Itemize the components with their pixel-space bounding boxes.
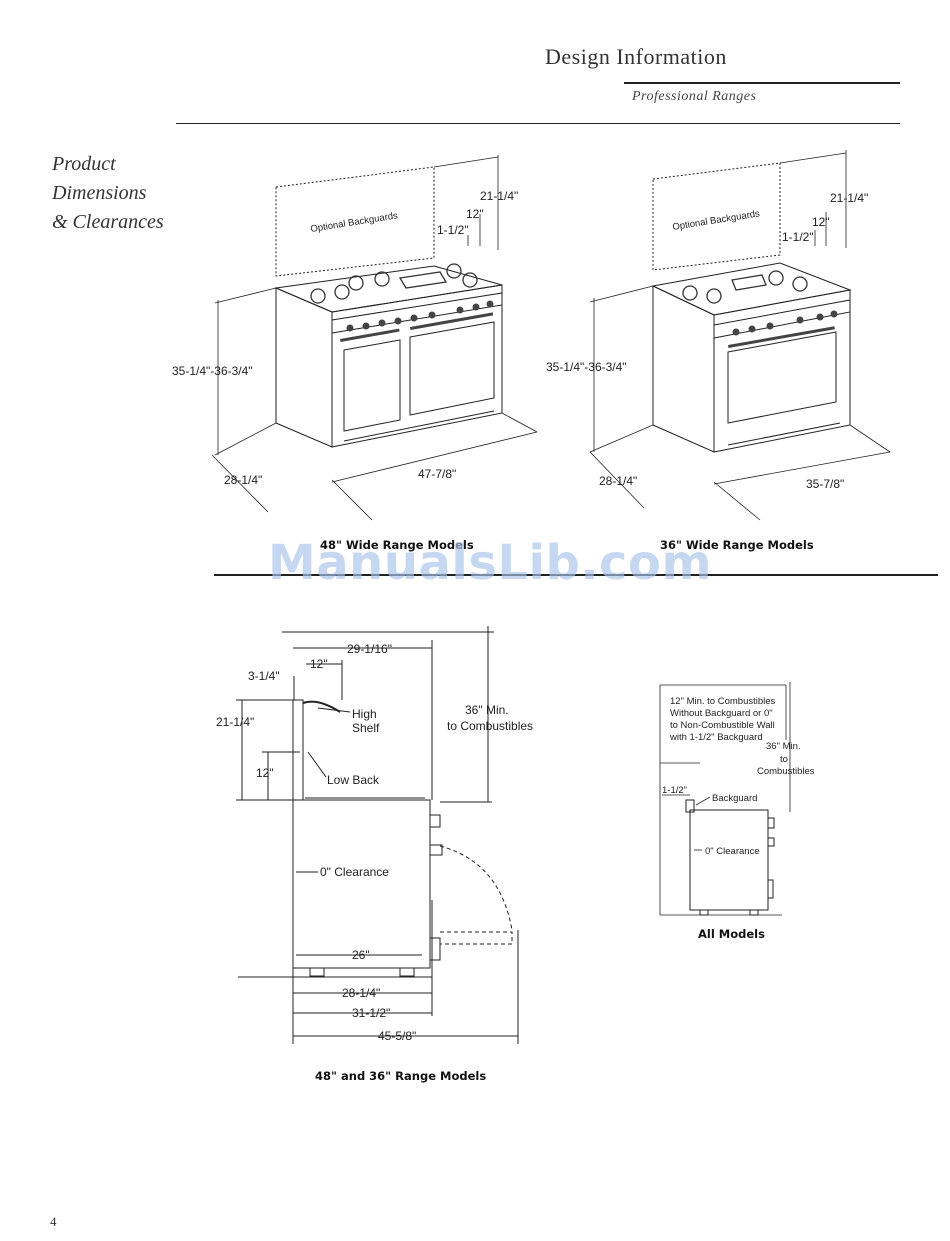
dim-height-36: 35-1/4"-36-3/4" [546,360,627,374]
label-low-back: Low Back [327,773,380,787]
all-models-note-line-2: Without Backguard or 0" [670,708,773,719]
dim-backguard-height-48: 21-1/4" [480,189,518,203]
dim-28: 28-1/4" [342,986,380,1000]
dim-backguard-depth-48: 12" [466,207,484,221]
header-rule-long [176,123,900,124]
dim-26: 26" [352,948,370,962]
dim-width-48: 47-7/8" [418,467,456,481]
label-min-line-1: 36" Min. [465,703,509,717]
all-models-note-line-1: 12" Min. to Combustibles [670,696,776,707]
middle-rule [214,574,938,576]
all-models-min-line-2: to [780,754,788,765]
all-models-label-clearance: 0" Clearance [705,846,760,857]
dim-backguard-offset-36: 1-1/2" [782,230,814,244]
label-high-shelf-line-1: High [352,707,377,721]
dim-top-depth: 29-1/16" [347,642,392,656]
dim-width-36: 35-7/8" [806,477,844,491]
caption-side-view: 48" and 36" Range Models [315,1069,487,1083]
dim-lowback-height: 12" [256,766,274,780]
header-rule-short [624,82,900,84]
dim-45: 45-5/8" [378,1029,416,1043]
all-models-min-line-1: 36" Min. [766,741,801,752]
backguard-panel-36 [652,162,781,271]
dim-shelf-depth: 12" [310,657,328,671]
all-models-label-backguard: Backguard [712,793,757,804]
dim-31: 31-1/2" [352,1006,390,1020]
label-high-shelf-line-2: Shelf [352,721,380,735]
section-title-line-3: & Clearances [52,211,164,233]
all-models-note-line-4: with 1-1/2" Backguard [669,732,763,743]
all-models-note-line-3: to Non-Combustible Wall [670,720,775,731]
all-models-dim-offset: 1-1/2" [662,785,687,796]
caption-36: 36" Wide Range Models [660,538,814,552]
page-header-subtitle: Professional Ranges [632,89,757,104]
dim-shelf-height: 21-1/4" [216,715,254,729]
dim-backguard-depth-36: 12" [812,215,830,229]
label-min-line-2: to Combustibles [447,719,533,733]
dim-backguard-offset-48: 1-1/2" [437,223,469,237]
dim-depth-36: 28-1/4" [599,474,637,488]
caption-all-models: All Models [698,927,765,941]
dim-shelf-offset: 3-1/4" [248,669,280,683]
section-title: Product Dimensions & Clearances [52,150,164,237]
label-clearance-side: 0" Clearance [320,865,389,879]
section-title-line-2: Dimensions [52,182,147,204]
dim-height-48: 35-1/4"-36-3/4" [172,364,253,378]
caption-48: 48" Wide Range Models [320,538,474,552]
all-models-min-line-3: Combustibles [757,766,815,777]
section-title-line-1: Product [52,153,116,175]
dim-depth-48: 28-1/4" [224,473,262,487]
page-header-title: Design Information [545,44,727,69]
page-number: 4 [50,1214,57,1229]
manualslib-watermark: ManualsLib.com [268,535,712,591]
dim-backguard-height-36: 21-1/4" [830,191,868,205]
